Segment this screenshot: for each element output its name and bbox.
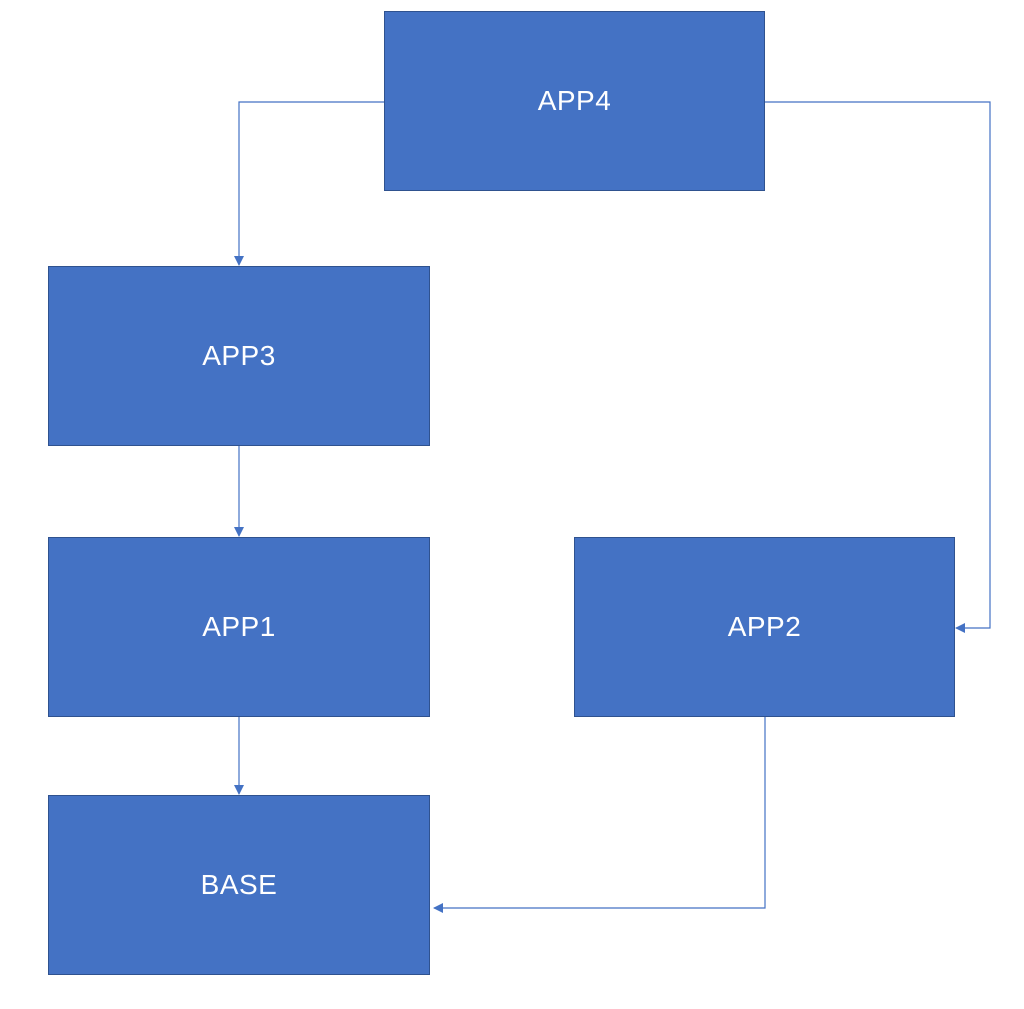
node-app1: APP1 — [48, 537, 430, 717]
edge-app4-to-app2 — [765, 101, 991, 633]
edge-app4-to-app3 — [234, 101, 384, 266]
node-label: APP3 — [202, 340, 276, 371]
node-label: APP1 — [202, 611, 276, 642]
node-base: BASE — [48, 795, 430, 975]
node-app3: APP3 — [48, 266, 430, 446]
node-app4: APP4 — [384, 11, 765, 191]
node-label: APP4 — [537, 85, 612, 116]
node-label: BASE — [200, 869, 278, 900]
node-app2: APP2 — [574, 537, 955, 717]
node-label: APP2 — [727, 611, 802, 642]
edge-app2-to-base — [433, 717, 766, 913]
